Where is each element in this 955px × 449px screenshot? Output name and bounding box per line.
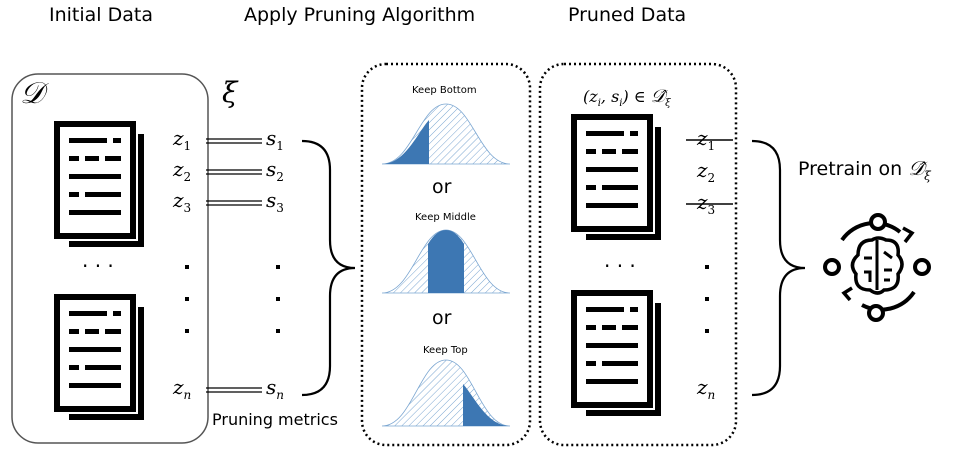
pruned-z-label-1: z1 <box>697 126 716 153</box>
metric-symbol: ξ <box>222 76 238 109</box>
z-label-3: z3 <box>173 188 192 215</box>
header-pruned-data: Pruned Data <box>568 4 687 26</box>
or-label-2: or <box>432 307 452 329</box>
ellipsis-left: · · · <box>82 254 114 278</box>
keep-middle-curve <box>381 229 511 294</box>
vertical-dots <box>185 265 709 333</box>
algorithm-panel <box>360 62 532 447</box>
link-lines <box>206 138 262 393</box>
s-label-3: s3 <box>266 188 284 215</box>
pruned-z-label-2: z2 <box>697 158 716 185</box>
document-icon <box>574 293 658 413</box>
keep-bottom-label: Keep Bottom <box>412 85 477 96</box>
keep-middle-label: Keep Middle <box>415 212 476 223</box>
pruned-z-label-3: z3 <box>697 190 716 217</box>
document-icon <box>574 117 658 237</box>
brace-right <box>751 139 806 397</box>
header-initial-data: Initial Data <box>49 4 153 26</box>
ellipsis-right: · · · <box>604 254 636 278</box>
pruned-z-label-n: zn <box>697 375 716 402</box>
or-label-1: or <box>432 176 452 198</box>
s-label-1: s1 <box>266 126 284 153</box>
s-label-2: s2 <box>266 157 284 184</box>
document-icon <box>57 124 141 244</box>
pretrain-label: Pretrain on 𝒟̂ξ <box>798 156 931 183</box>
keep-bottom-curve <box>381 103 511 165</box>
brace-left <box>301 139 356 397</box>
ai-brain-icon <box>823 213 931 322</box>
keep-top-curve <box>381 359 511 427</box>
pruning-metrics-label: Pruning metrics <box>212 410 338 429</box>
z-label-2: z2 <box>173 157 192 184</box>
dataset-symbol: 𝒟 <box>20 76 44 111</box>
document-icon <box>57 297 141 417</box>
header-apply-pruning: Apply Pruning Algorithm <box>244 4 476 26</box>
keep-top-label: Keep Top <box>423 345 468 356</box>
s-label-n: sn <box>266 375 284 402</box>
z-label-1: z1 <box>173 126 192 153</box>
z-label-n: zn <box>173 375 192 402</box>
pruned-set-label: (zi, si) ∈ 𝒟̂ξ <box>583 86 671 110</box>
pruned-data-panel <box>538 62 738 447</box>
initial-data-panel <box>11 73 209 444</box>
